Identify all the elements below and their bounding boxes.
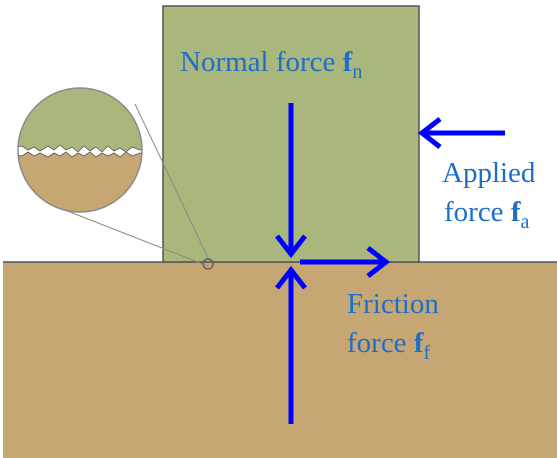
- magnifier-focus-point: [202, 258, 214, 270]
- normal-force-label: Normal force fn: [180, 46, 362, 83]
- magnifier-lens: [18, 88, 142, 212]
- normal-force-arrow: [275, 103, 307, 259]
- applied-force-label-line2: force fa: [444, 196, 529, 233]
- friction-force-label-line1: Friction: [347, 288, 439, 320]
- friction-force-label-line2: force ff: [347, 327, 430, 364]
- magnifier-connector-top: [134, 103, 211, 263]
- reaction-force-arrow: [275, 265, 307, 424]
- rough-surface-gap: [18, 144, 142, 158]
- magnifier-connector-bottom: [51, 204, 209, 267]
- ground-surface: [3, 262, 557, 458]
- magnifier-lens-border: [17, 87, 143, 213]
- applied-force-arrow: [417, 117, 505, 149]
- applied-force-label-line1: Applied: [442, 157, 536, 189]
- friction-force-arrow: [300, 246, 391, 278]
